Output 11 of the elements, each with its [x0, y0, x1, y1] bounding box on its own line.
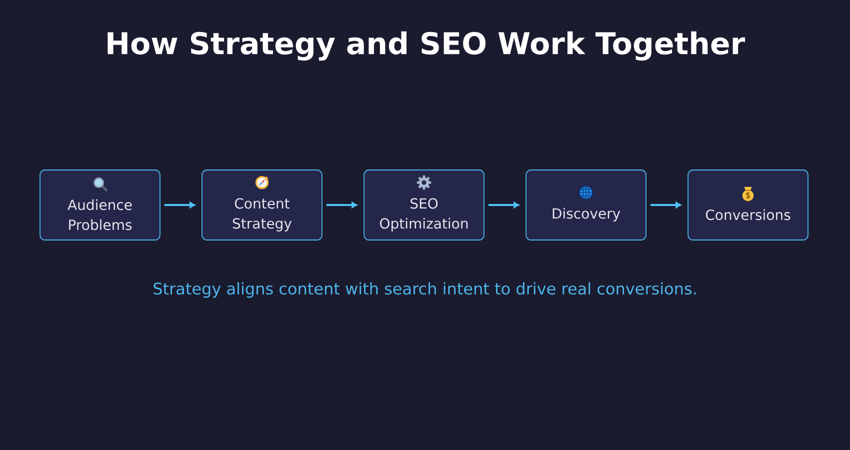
process-box: Discovery: [526, 170, 646, 240]
arrow: [164, 202, 196, 208]
title: How Strategy and SEO Work Together: [108, 31, 745, 61]
process-box: SEO Optimization: [364, 170, 484, 240]
arrow: [326, 202, 358, 208]
arrow: [650, 202, 682, 208]
process-box: Conversions: [688, 170, 808, 240]
caption: Strategy aligns content with search intent to drive real conversions.: [154, 282, 696, 298]
process-box: Content Strategy: [202, 170, 322, 240]
process-box: Audience Problems: [40, 170, 160, 240]
arrow: [488, 202, 520, 208]
